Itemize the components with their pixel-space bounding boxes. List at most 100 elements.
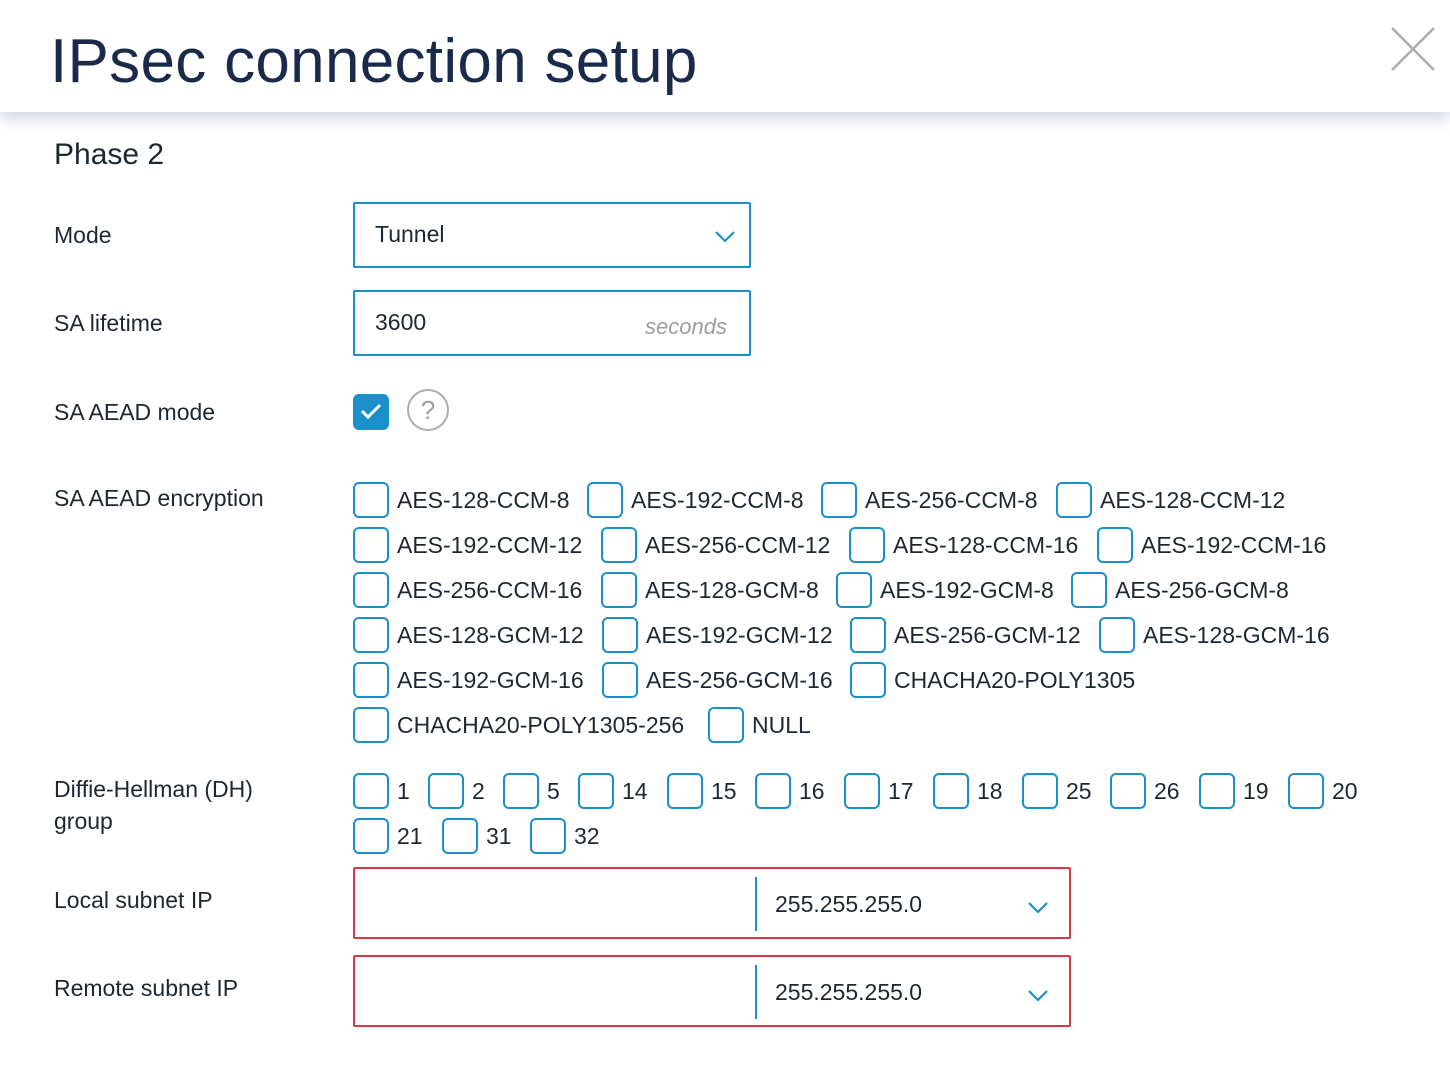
checkbox-label: AES-192-CCM-16 (1141, 532, 1327, 558)
checkbox-aes-256-gcm-12[interactable] (850, 617, 886, 653)
checkbox-21[interactable] (353, 818, 389, 854)
mode-select-value: Tunnel (375, 221, 445, 247)
checkbox-19[interactable] (1199, 773, 1235, 809)
checkbox-label: 5 (547, 778, 560, 804)
checkbox-label: 17 (888, 778, 914, 804)
checkbox-2[interactable] (428, 773, 464, 809)
checkbox-label: AES-256-CCM-12 (645, 532, 831, 558)
checkbox-aes-192-gcm-12[interactable] (602, 617, 638, 653)
checkbox-17[interactable] (844, 773, 880, 809)
checkbox-label: AES-256-GCM-12 (894, 622, 1081, 648)
remote-subnet-mask-value: 255.255.255.0 (775, 979, 923, 1005)
checkbox-20[interactable] (1288, 773, 1324, 809)
checkbox-aes-192-ccm-16[interactable] (1097, 527, 1133, 563)
section-title: Phase 2 (54, 138, 165, 171)
checkbox-chacha20-poly1305[interactable] (850, 662, 886, 698)
checkbox-label: AES-256-GCM-8 (1115, 577, 1289, 603)
dialog-header: IPsec connection setup (0, 0, 1450, 112)
local-subnet-ip-input[interactable] (355, 869, 753, 937)
checkbox-31[interactable] (442, 818, 478, 854)
checkbox-null[interactable] (708, 707, 744, 743)
checkbox-aes-128-gcm-8[interactable] (601, 572, 637, 608)
mode-select[interactable]: Tunnel (353, 202, 751, 268)
checkbox-label: 26 (1154, 778, 1180, 804)
checkbox-label: AES-128-GCM-8 (645, 577, 819, 603)
local-subnet-label: Local subnet IP (54, 887, 213, 913)
remote-subnet-label: Remote subnet IP (54, 975, 239, 1001)
checkbox-label: AES-128-CCM-12 (1100, 487, 1286, 513)
divider (755, 877, 757, 931)
checkbox-label: AES-192-GCM-8 (880, 577, 1054, 603)
page-title: IPsec connection setup (50, 27, 698, 96)
checkbox-chacha20-poly1305-256[interactable] (353, 707, 389, 743)
checkbox-5[interactable] (503, 773, 539, 809)
checkbox-15[interactable] (667, 773, 703, 809)
remote-subnet-field: 255.255.255.0 (353, 955, 1071, 1027)
checkbox-aes-128-gcm-12[interactable] (353, 617, 389, 653)
checkbox-label: 19 (1243, 778, 1269, 804)
divider (755, 965, 757, 1019)
checkbox-label: AES-256-CCM-8 (865, 487, 1038, 513)
checkbox-label: AES-192-CCM-12 (397, 532, 583, 558)
checkbox-label: AES-192-GCM-12 (646, 622, 833, 648)
checkbox-16[interactable] (755, 773, 791, 809)
checkbox-label: AES-128-GCM-12 (397, 622, 584, 648)
checkbox-aes-256-ccm-16[interactable] (353, 572, 389, 608)
local-subnet-mask-select[interactable]: 255.255.255.0 (757, 869, 1069, 937)
checkbox-label: AES-128-CCM-8 (397, 487, 570, 513)
sa-aead-encryption-label: SA AEAD encryption (54, 485, 264, 511)
checkbox-aes-256-gcm-8[interactable] (1071, 572, 1107, 608)
local-subnet-field: 255.255.255.0 (353, 867, 1071, 939)
remote-subnet-ip-input[interactable] (355, 957, 753, 1025)
checkbox-label: CHACHA20-POLY1305 (894, 667, 1136, 693)
mode-label: Mode (54, 222, 112, 248)
checkbox-aes-192-gcm-16[interactable] (353, 662, 389, 698)
checkbox-aes-192-ccm-12[interactable] (353, 527, 389, 563)
checkbox-label: AES-128-CCM-16 (893, 532, 1079, 558)
checkbox-18[interactable] (933, 773, 969, 809)
checkbox-aes-256-ccm-8[interactable] (821, 482, 857, 518)
checkbox-32[interactable] (530, 818, 566, 854)
checkbox-26[interactable] (1110, 773, 1146, 809)
checkbox-14[interactable] (578, 773, 614, 809)
checkbox-aes-192-ccm-8[interactable] (587, 482, 623, 518)
remote-subnet-mask-select[interactable]: 255.255.255.0 (757, 957, 1069, 1025)
checkbox-aes-128-ccm-16[interactable] (849, 527, 885, 563)
checkbox-label: 1 (397, 778, 410, 804)
checkmark-icon (360, 403, 382, 420)
sa-aead-mode-label: SA AEAD mode (54, 399, 216, 425)
checkbox-label: 20 (1332, 778, 1358, 804)
sa-lifetime-field[interactable]: 3600 seconds (353, 290, 751, 356)
help-icon[interactable]: ? (407, 389, 449, 431)
checkbox-aes-128-ccm-8[interactable] (353, 482, 389, 518)
checkbox-aes-192-gcm-8[interactable] (836, 572, 872, 608)
checkbox-label: AES-256-CCM-16 (397, 577, 583, 603)
checkbox-label: AES-128-GCM-16 (1143, 622, 1330, 648)
chevron-down-icon (1028, 990, 1048, 1002)
checkbox-1[interactable] (353, 773, 389, 809)
checkbox-label: NULL (752, 712, 811, 738)
checkbox-25[interactable] (1022, 773, 1058, 809)
sa-aead-mode-checkbox[interactable] (353, 394, 389, 430)
checkbox-label: AES-192-GCM-16 (397, 667, 584, 693)
checkbox-label: 21 (397, 823, 423, 849)
checkbox-label: 2 (472, 778, 485, 804)
checkbox-label: 25 (1066, 778, 1092, 804)
checkbox-label: 16 (799, 778, 825, 804)
dh-group-label: Diffie-Hellman (DH) group (54, 776, 253, 834)
checkbox-aes-256-gcm-16[interactable] (602, 662, 638, 698)
checkbox-aes-128-gcm-16[interactable] (1099, 617, 1135, 653)
checkbox-label: 14 (622, 778, 648, 804)
chevron-down-icon (715, 231, 735, 243)
checkbox-label: 31 (486, 823, 512, 849)
chevron-down-icon (1028, 902, 1048, 914)
checkbox-aes-128-ccm-12[interactable] (1056, 482, 1092, 518)
checkbox-label: CHACHA20-POLY1305-256 (397, 712, 685, 738)
checkbox-aes-256-ccm-12[interactable] (601, 527, 637, 563)
local-subnet-mask-value: 255.255.255.0 (775, 891, 923, 917)
close-icon[interactable] (1386, 22, 1440, 76)
checkbox-label: 18 (977, 778, 1003, 804)
checkbox-label: 15 (711, 778, 737, 804)
checkbox-label: AES-192-CCM-8 (631, 487, 804, 513)
sa-lifetime-unit: seconds (645, 314, 727, 339)
